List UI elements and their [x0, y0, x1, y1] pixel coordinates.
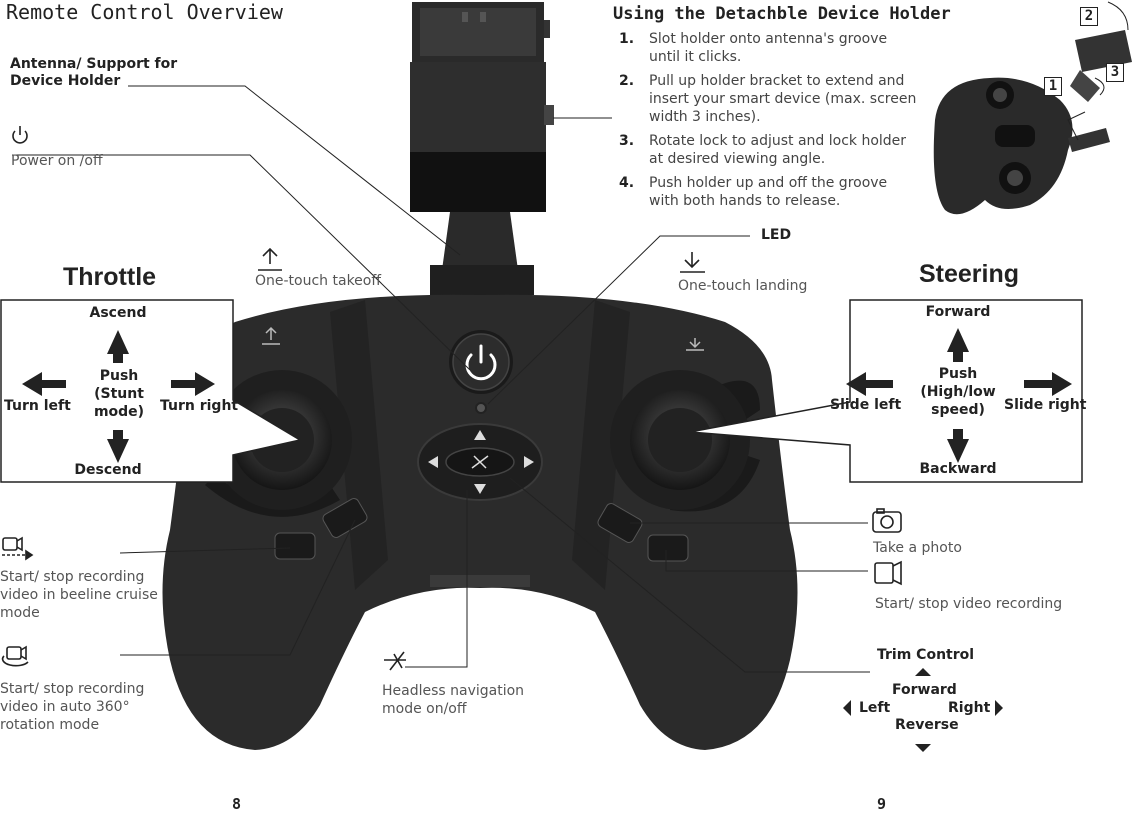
holder-step: 1.Slot holder onto antenna's groove unti…	[619, 31, 888, 65]
holder-heading: Using the Detachble Device Holder	[613, 4, 951, 24]
device-holder	[410, 2, 554, 295]
landing-icon	[680, 252, 705, 273]
beeline-video-icon	[2, 536, 34, 561]
steering-right-label: Slide right	[1004, 397, 1087, 413]
rotation-label: Start/ stop recording video in auto 360°…	[0, 681, 145, 733]
trim-forward-label: Forward	[892, 682, 957, 698]
beeline-label: Start/ stop recording video in beeline c…	[0, 569, 158, 621]
holder-step: 2.Pull up holder bracket to extend and i…	[619, 73, 917, 125]
steering-down-label: Backward	[919, 461, 997, 477]
right-stick	[610, 370, 760, 512]
rotation-video-icon	[1, 645, 29, 667]
callout-3: 3	[1106, 63, 1124, 82]
steering-left-label: Slide left	[830, 397, 902, 413]
steering-title: Steering	[919, 260, 1020, 288]
steering-panel	[689, 299, 1083, 483]
throttle-up-label: Ascend	[89, 305, 147, 321]
led-label: LED	[761, 227, 792, 243]
callout-1: 1	[1044, 77, 1062, 96]
holder-illustration	[933, 1, 1132, 215]
callout-2: 2	[1080, 7, 1098, 26]
steering-center-label: Push (High/low speed)	[920, 366, 996, 418]
trim-left-label: Left	[859, 700, 891, 716]
power-icon	[12, 126, 28, 144]
takeoff-label: One-touch takeoff	[255, 273, 382, 289]
throttle-down-label: Descend	[74, 462, 142, 478]
dpad	[417, 423, 543, 501]
power-label: Power on /off	[11, 153, 103, 169]
page-number-left: 8	[232, 795, 242, 813]
leader-lines	[12, 85, 870, 673]
trim-arrows	[843, 668, 1003, 752]
holder-step: 3.Rotate lock to adjust and lock holder …	[619, 133, 907, 167]
steering-up-label: Forward	[925, 304, 991, 320]
video-label: Start/ stop video recording	[875, 596, 1063, 612]
throttle-left-label: Turn left	[4, 398, 71, 414]
landing-label: One-touch landing	[678, 278, 808, 294]
takeoff-icon	[258, 247, 282, 271]
trim-title: Trim Control	[877, 647, 975, 663]
throttle-center-label: Push (Stunt mode)	[93, 368, 145, 420]
page-title: Remote Control Overview	[6, 0, 283, 24]
headless-icon	[384, 651, 406, 671]
page-number-right: 9	[877, 795, 887, 813]
antenna-label: Antenna/ Support for Device Holder	[10, 56, 178, 89]
trim-right-label: Right	[948, 700, 991, 716]
holder-steps: 1.Slot holder onto antenna's groove unti…	[619, 30, 921, 216]
video-camera-icon	[874, 560, 902, 586]
camera-icon	[872, 508, 902, 533]
photo-label: Take a photo	[873, 540, 962, 556]
power-button-icon	[465, 344, 497, 381]
headless-label: Headless navigation mode on/off	[382, 683, 525, 717]
throttle-right-label: Turn right	[160, 398, 239, 414]
throttle-panel	[0, 299, 303, 483]
throttle-title: Throttle	[63, 263, 157, 291]
trim-reverse-label: Reverse	[895, 717, 959, 733]
holder-step: 4.Push holder up and off the groove with…	[619, 175, 888, 209]
